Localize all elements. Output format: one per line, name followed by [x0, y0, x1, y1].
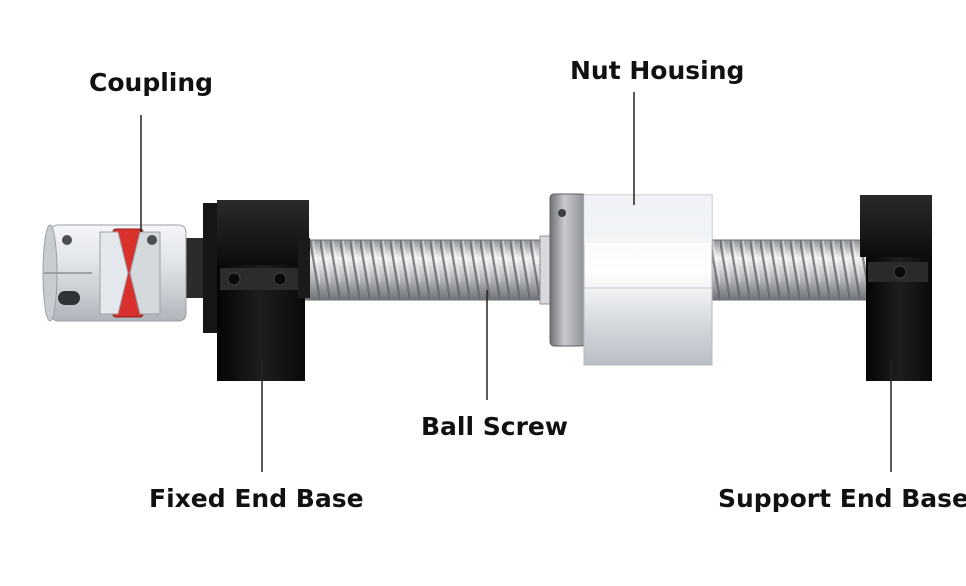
ball-screw-label: Ball Screw	[421, 414, 568, 439]
fixed-end-base-part	[203, 200, 310, 381]
nut-housing-label: Nut Housing	[570, 58, 744, 83]
nut-housing-part	[540, 194, 712, 365]
coupling-label: Coupling	[89, 70, 213, 95]
support-end-base-label: Support End Base	[718, 486, 966, 511]
support-end-base-part	[860, 195, 932, 381]
coupling-part	[43, 225, 204, 321]
fixed-end-base-label: Fixed End Base	[149, 486, 364, 511]
